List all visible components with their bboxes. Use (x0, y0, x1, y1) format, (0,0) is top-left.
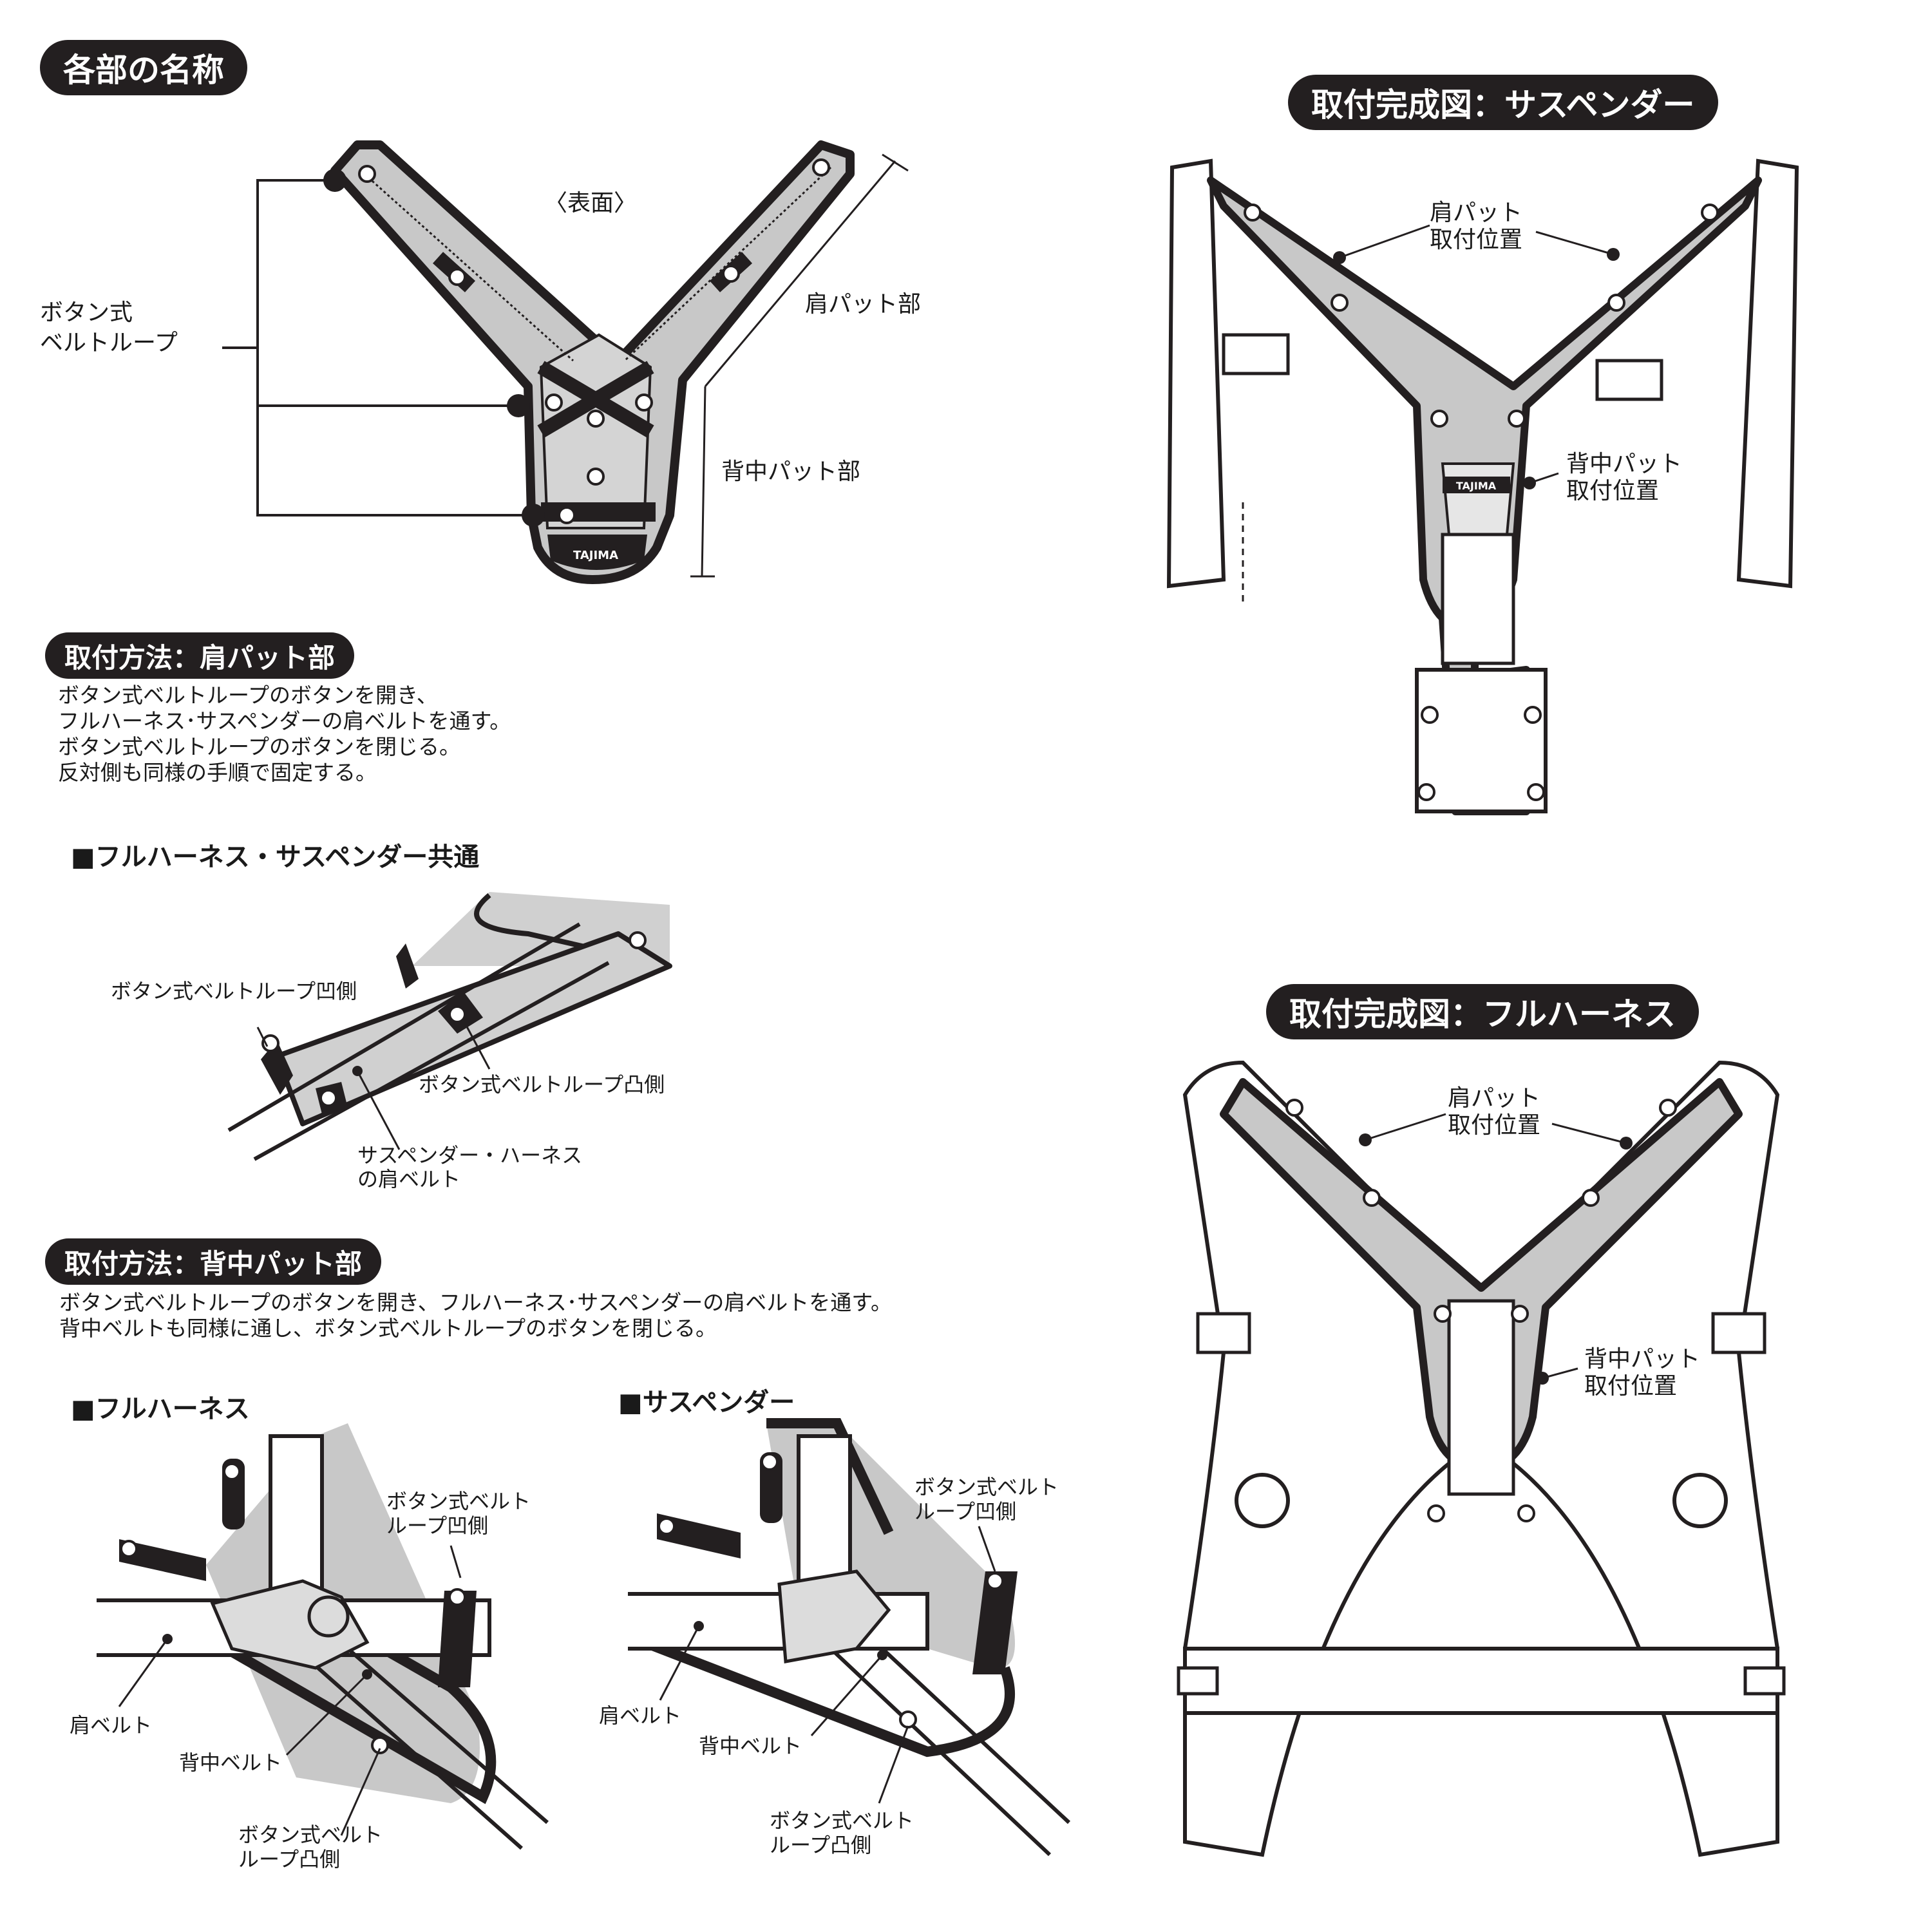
shoulder-part-label: 肩パット部 (805, 291, 922, 317)
closeup-convex-label: ボタン式ベルトループ凸側 (419, 1072, 665, 1097)
harness-shoulder-pos-2: 取付位置 (1448, 1112, 1541, 1139)
harness-convex-label-2: ループ凸側 (238, 1847, 341, 1871)
section-title-install-back: 取付方法：背中パット部 (45, 1238, 382, 1285)
harness-back-belt-label: 背中ベルト (179, 1750, 283, 1775)
suspender-logo: TAJIMA (1456, 480, 1497, 492)
back-step-2: 背中ベルトも同様に通し、ボタン式ベルトループのボタンを閉じる。 (59, 1316, 717, 1341)
suspender-shoulder-belt-label: 肩ベルト (599, 1703, 682, 1728)
harness-concave-label-2: ループ凹側 (386, 1513, 489, 1538)
harness-shoulder-pos-1: 肩パット (1448, 1085, 1541, 1112)
harness-back-pos-1: 背中パット (1584, 1346, 1701, 1372)
back-part-label: 背中パット部 (721, 459, 861, 485)
suspender-back-pos-2: 取付位置 (1566, 478, 1660, 504)
suspender-back-belt-label: 背中ベルト (699, 1734, 802, 1758)
y-pad-diagram: TAJIMA (222, 140, 909, 584)
closeup-belt-label-2: の肩ベルト (357, 1167, 461, 1191)
harness-heading: ■フルハーネス (71, 1394, 250, 1424)
shoulder-step-3: ボタン式ベルトループのボタンを閉じる。 (58, 734, 461, 759)
button-loop-label-2: ベルトループ (40, 330, 178, 356)
front-face-label: 〈表面〉 (544, 190, 638, 216)
section-title-names: 各部の名称 (40, 40, 247, 95)
section-title-complete-harness: 取付完成図：フルハーネス (1266, 984, 1699, 1039)
harness-convex-label-1: ボタン式ベルト (238, 1823, 383, 1847)
harness-shoulder-belt-label: 肩ベルト (70, 1713, 153, 1738)
suspender-heading: ■サスペンダー (618, 1388, 795, 1417)
shoulder-closeup (227, 892, 672, 1161)
harness-concave-label-1: ボタン式ベルト (386, 1489, 531, 1513)
complete-harness (1177, 1060, 1786, 1857)
complete-suspender: TAJIMA (1166, 158, 1799, 815)
back-step-1: ボタン式ベルトループのボタンを開き、フルハーネス･サスペンダーの肩ベルトを通す。 (59, 1290, 892, 1315)
suspender-back-pos-1: 背中パット (1566, 451, 1683, 477)
suspender-convex-label-1: ボタン式ベルト (770, 1808, 914, 1833)
suspender-shoulder-pos-2: 取付位置 (1430, 227, 1523, 253)
section-title-install-shoulder: 取付方法：肩パット部 (45, 632, 355, 679)
suspender-concave-label-1: ボタン式ベルト (914, 1475, 1059, 1499)
back-closeup-harness (97, 1423, 549, 1850)
harness-back-pos-2: 取付位置 (1584, 1373, 1678, 1399)
suspender-concave-label-2: ループ凹側 (914, 1499, 1017, 1524)
suspender-shoulder-pos-1: 肩パット (1430, 200, 1523, 226)
closeup-concave-label: ボタン式ベルトループ凹側 (111, 979, 357, 1003)
shoulder-step-1: ボタン式ベルトループのボタンを開き、 (58, 683, 438, 708)
shoulder-step-4: 反対側も同様の手順で固定する。 (58, 760, 377, 785)
button-loop-label-1: ボタン式 (40, 299, 133, 326)
y-pad-logo: TAJIMA (573, 549, 618, 562)
shoulder-step-2: フルハーネス･サスペンダーの肩ベルトを通す。 (58, 708, 511, 734)
section-title-complete-suspender: 取付完成図：サスペンダー (1288, 75, 1718, 130)
back-closeup-suspender (628, 1418, 1071, 1857)
common-heading: ■フルハーネス・サスペンダー共通 (71, 842, 480, 872)
closeup-belt-label-1: サスペンダー・ハーネス (357, 1143, 583, 1168)
suspender-convex-label-2: ループ凸側 (770, 1833, 872, 1857)
